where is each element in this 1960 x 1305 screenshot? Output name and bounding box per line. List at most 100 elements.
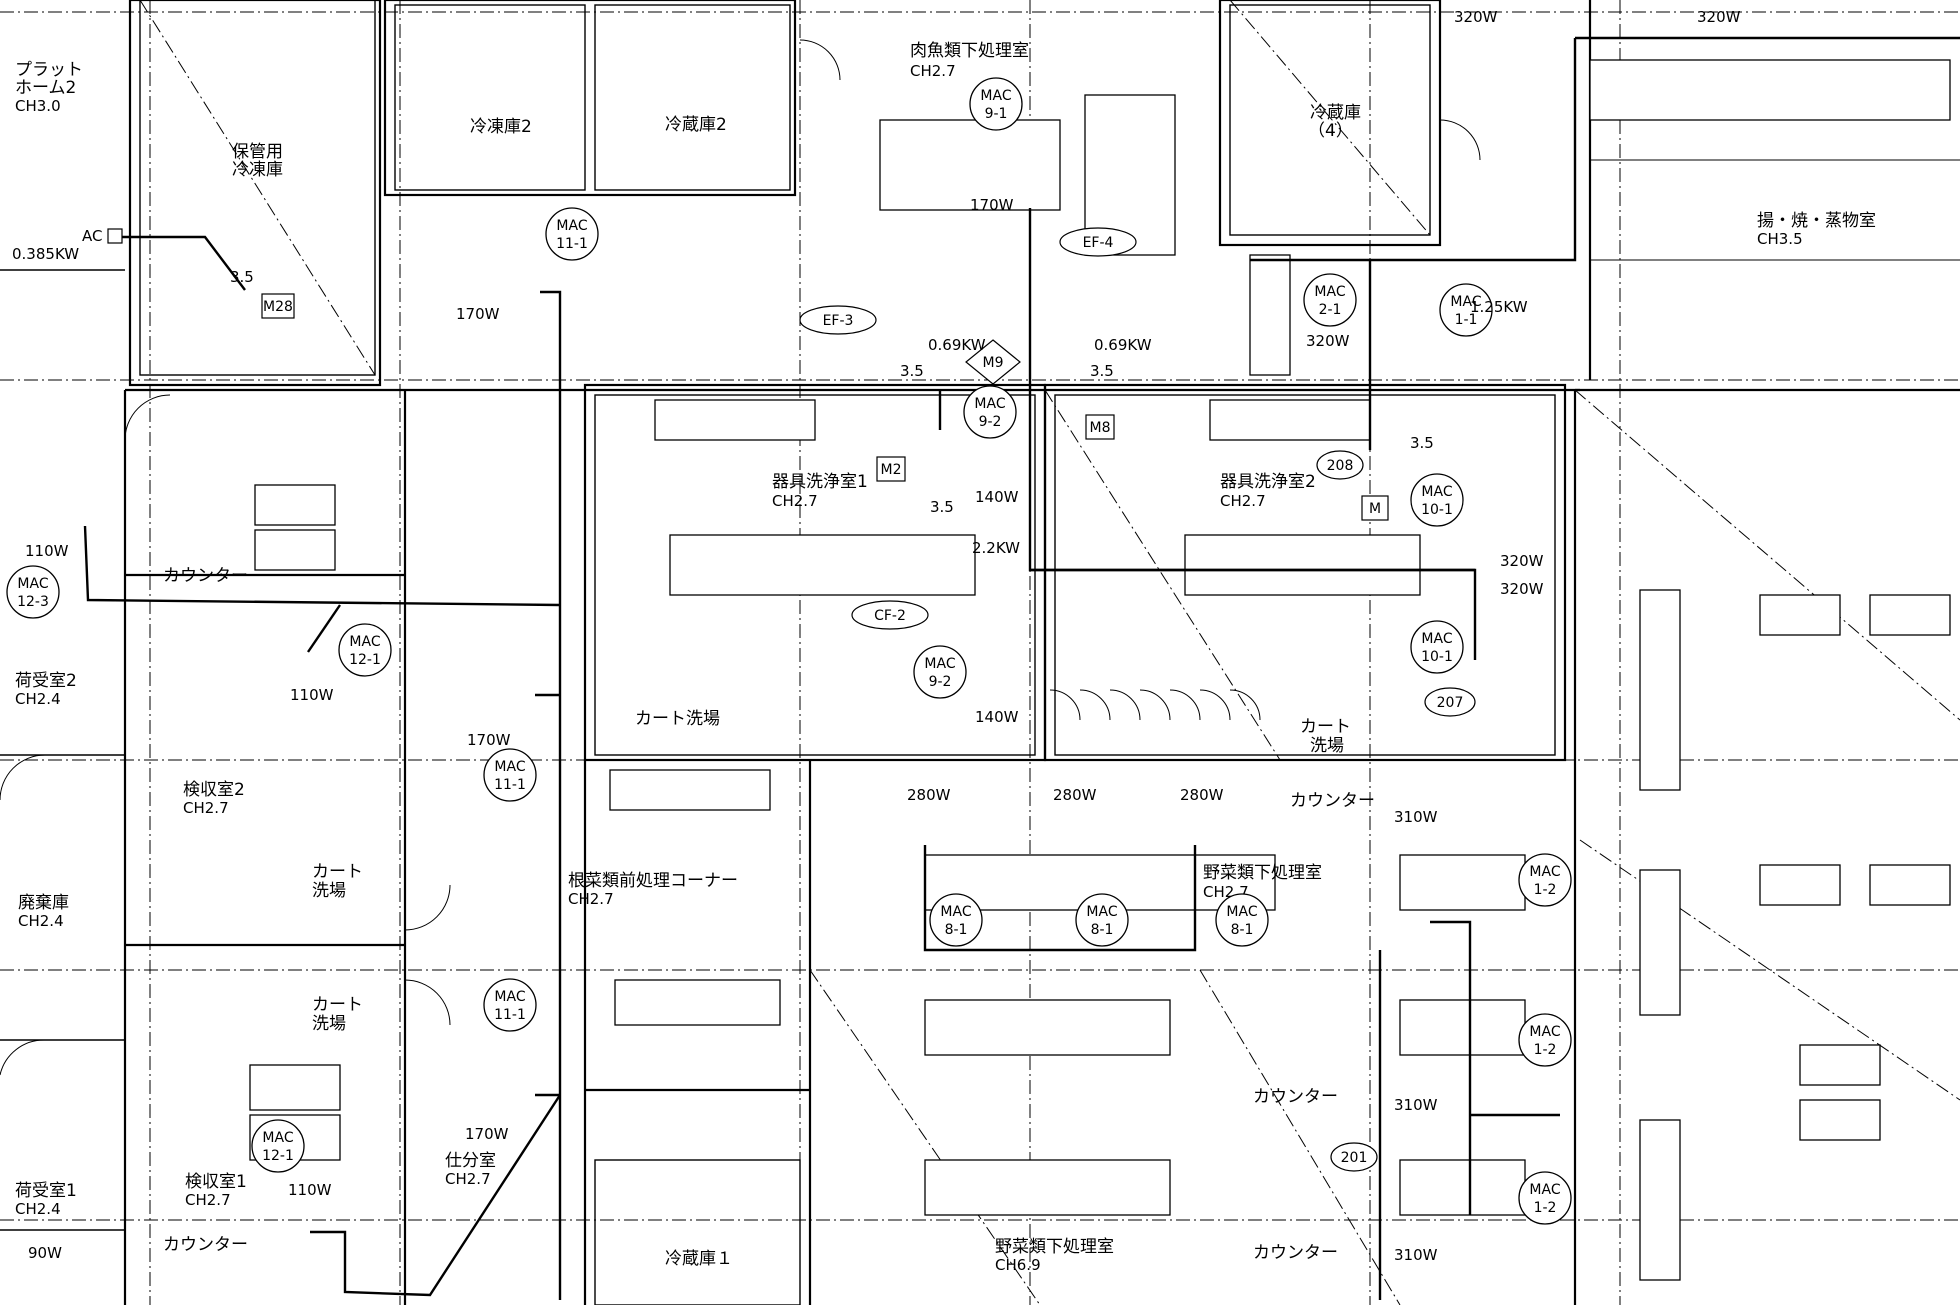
room-fry-steam-ch: CH3.5	[1757, 230, 1803, 248]
rating-35-d: 3.5	[230, 268, 254, 286]
mac-1-1: MAC 1-1	[1439, 283, 1493, 337]
tag-208: 208	[1316, 450, 1364, 480]
svg-text:MAC: MAC	[17, 576, 48, 592]
svg-text:MAC: MAC	[974, 396, 1005, 412]
mac-8-1-b: MAC 8-1	[1075, 893, 1129, 947]
room-meat-fish-line1: 肉魚類下処理室	[910, 41, 1029, 61]
room-counter-b: カウンター	[1290, 791, 1375, 811]
rating-280w-b: 280W	[1053, 786, 1097, 804]
room-meat-fish-ch: CH2.7	[910, 62, 956, 80]
svg-text:EF-4: EF-4	[1083, 235, 1114, 251]
rating-110w-a: 110W	[25, 542, 69, 560]
svg-text:EF-3: EF-3	[823, 313, 854, 329]
rating-35-c: 3.5	[1410, 434, 1434, 452]
svg-text:1-1: 1-1	[1455, 312, 1478, 328]
ef3-tag: EF-3	[799, 305, 877, 335]
room-receiving2-ch: CH2.4	[15, 690, 61, 708]
room-inspection2-ch: CH2.7	[183, 799, 229, 817]
rating-170w-c: 170W	[467, 731, 511, 749]
room-inspection2-line1: 検収室2	[183, 780, 245, 800]
svg-text:MAC: MAC	[1421, 484, 1452, 500]
room-platform2-ch: CH3.0	[15, 97, 61, 115]
mac-11-1-c: MAC 11-1	[483, 978, 537, 1032]
room-wash2-line1: 器具洗浄室2	[1220, 472, 1316, 492]
mac-12-3: MAC 12-3	[6, 565, 60, 619]
rating-320w-c: 320W	[1306, 332, 1350, 350]
svg-text:8-1: 8-1	[945, 922, 968, 938]
mac-1-2-b: MAC 1-2	[1518, 1013, 1572, 1067]
svg-text:MAC: MAC	[1421, 631, 1452, 647]
rating-0385kw: 0.385KW	[12, 245, 79, 263]
rating-170w-a: 170W	[970, 196, 1014, 214]
room-cart-wash-b-line1: カート	[312, 995, 363, 1015]
svg-text:11-1: 11-1	[494, 1007, 526, 1023]
rating-110w-c: 110W	[288, 1181, 332, 1199]
room-platform2-line1: プラット	[15, 60, 83, 80]
rating-35-e: 3.5	[930, 498, 954, 516]
rating-320w-a: 320W	[1454, 8, 1498, 26]
svg-text:MAC: MAC	[940, 904, 971, 920]
svg-text:AC: AC	[82, 227, 102, 245]
svg-text:MAC: MAC	[262, 1130, 293, 1146]
svg-text:M: M	[1369, 501, 1381, 517]
svg-text:10-1: 10-1	[1421, 649, 1453, 665]
svg-text:9-2: 9-2	[929, 674, 952, 690]
room-receiving1-ch: CH2.4	[15, 1200, 61, 1218]
rating-125kw: 1.25KW	[1470, 298, 1528, 316]
rating-170w-d: 170W	[465, 1125, 509, 1143]
fan-tags: EF-3 EF-4 CF-2 208 207 201	[799, 227, 1476, 1172]
svg-text:9-1: 9-1	[985, 106, 1008, 122]
svg-text:207: 207	[1437, 695, 1464, 711]
m28-tag: M28	[261, 293, 295, 319]
svg-text:9-2: 9-2	[979, 414, 1002, 430]
room-root-veg-ch: CH2.7	[568, 890, 614, 908]
mac-tags: MAC 11-1 MAC 9-1 MAC 9-2 MAC 9-2 MAC 2-1…	[6, 77, 1572, 1225]
svg-text:M28: M28	[263, 299, 293, 315]
room-cart-wash-a-line1: カート	[312, 862, 363, 882]
rating-310w-a: 310W	[1394, 808, 1438, 826]
mac-12-1-b: MAC 12-1	[251, 1119, 305, 1173]
ducts	[83, 36, 1960, 1300]
svg-text:M9: M9	[983, 355, 1004, 371]
m2-tag: M2	[876, 456, 906, 482]
room-counter-a: カウンター	[163, 566, 248, 586]
rating-35-a: 3.5	[900, 362, 924, 380]
svg-text:MAC: MAC	[980, 88, 1011, 104]
rating-280w-c: 280W	[1180, 786, 1224, 804]
mac-8-1-a: MAC 8-1	[929, 893, 983, 947]
rating-320w-e: 320W	[1500, 580, 1544, 598]
room-cold-room4-line1: 冷蔵庫	[1310, 103, 1361, 123]
room-fry-steam-line1: 揚・焼・蒸物室	[1757, 211, 1876, 231]
room-waste-line1: 廃棄庫	[18, 893, 69, 913]
room-cold-room1: 冷蔵庫１	[665, 1249, 733, 1269]
mac-9-2-a: MAC 9-2	[963, 385, 1017, 439]
svg-text:M2: M2	[881, 462, 902, 478]
svg-text:12-3: 12-3	[17, 594, 49, 610]
room-cart-wash-line: カート洗場	[635, 709, 720, 729]
mac-11-1-a: MAC 11-1	[545, 207, 599, 261]
svg-text:MAC: MAC	[1314, 284, 1345, 300]
room-storage-freezer-line1: 保管用	[232, 142, 283, 162]
rating-310w-b: 310W	[1394, 1096, 1438, 1114]
svg-text:201: 201	[1341, 1150, 1368, 1166]
ac-tag: AC	[82, 227, 123, 245]
svg-text:CF-2: CF-2	[874, 608, 906, 624]
room-labels: プラット ホーム2 CH3.0 保管用 冷凍庫 冷凍庫2 冷蔵庫2 肉魚類下処理…	[15, 41, 1876, 1274]
mac-1-2-c: MAC 1-2	[1518, 1171, 1572, 1225]
mac-9-2-b: MAC 9-2	[913, 645, 967, 699]
svg-text:M8: M8	[1090, 420, 1111, 436]
svg-text:MAC: MAC	[349, 634, 380, 650]
room-sorting-line1: 仕分室	[445, 1151, 496, 1171]
room-cart-wash-c-line2: 洗場	[1310, 736, 1344, 756]
room-counter-e: カウンター	[1253, 1243, 1338, 1263]
svg-text:208: 208	[1327, 458, 1354, 474]
mac-11-1-b: MAC 11-1	[483, 748, 537, 802]
room-receiving1-line1: 荷受室1	[15, 1181, 77, 1201]
room-counter-c: カウンター	[1253, 1087, 1338, 1107]
rating-140w-a: 140W	[975, 488, 1019, 506]
svg-text:11-1: 11-1	[494, 777, 526, 793]
room-storage-freezer-line2: 冷凍庫	[232, 160, 283, 180]
room-sorting-ch: CH2.7	[445, 1170, 491, 1188]
tag-207: 207	[1424, 687, 1476, 717]
